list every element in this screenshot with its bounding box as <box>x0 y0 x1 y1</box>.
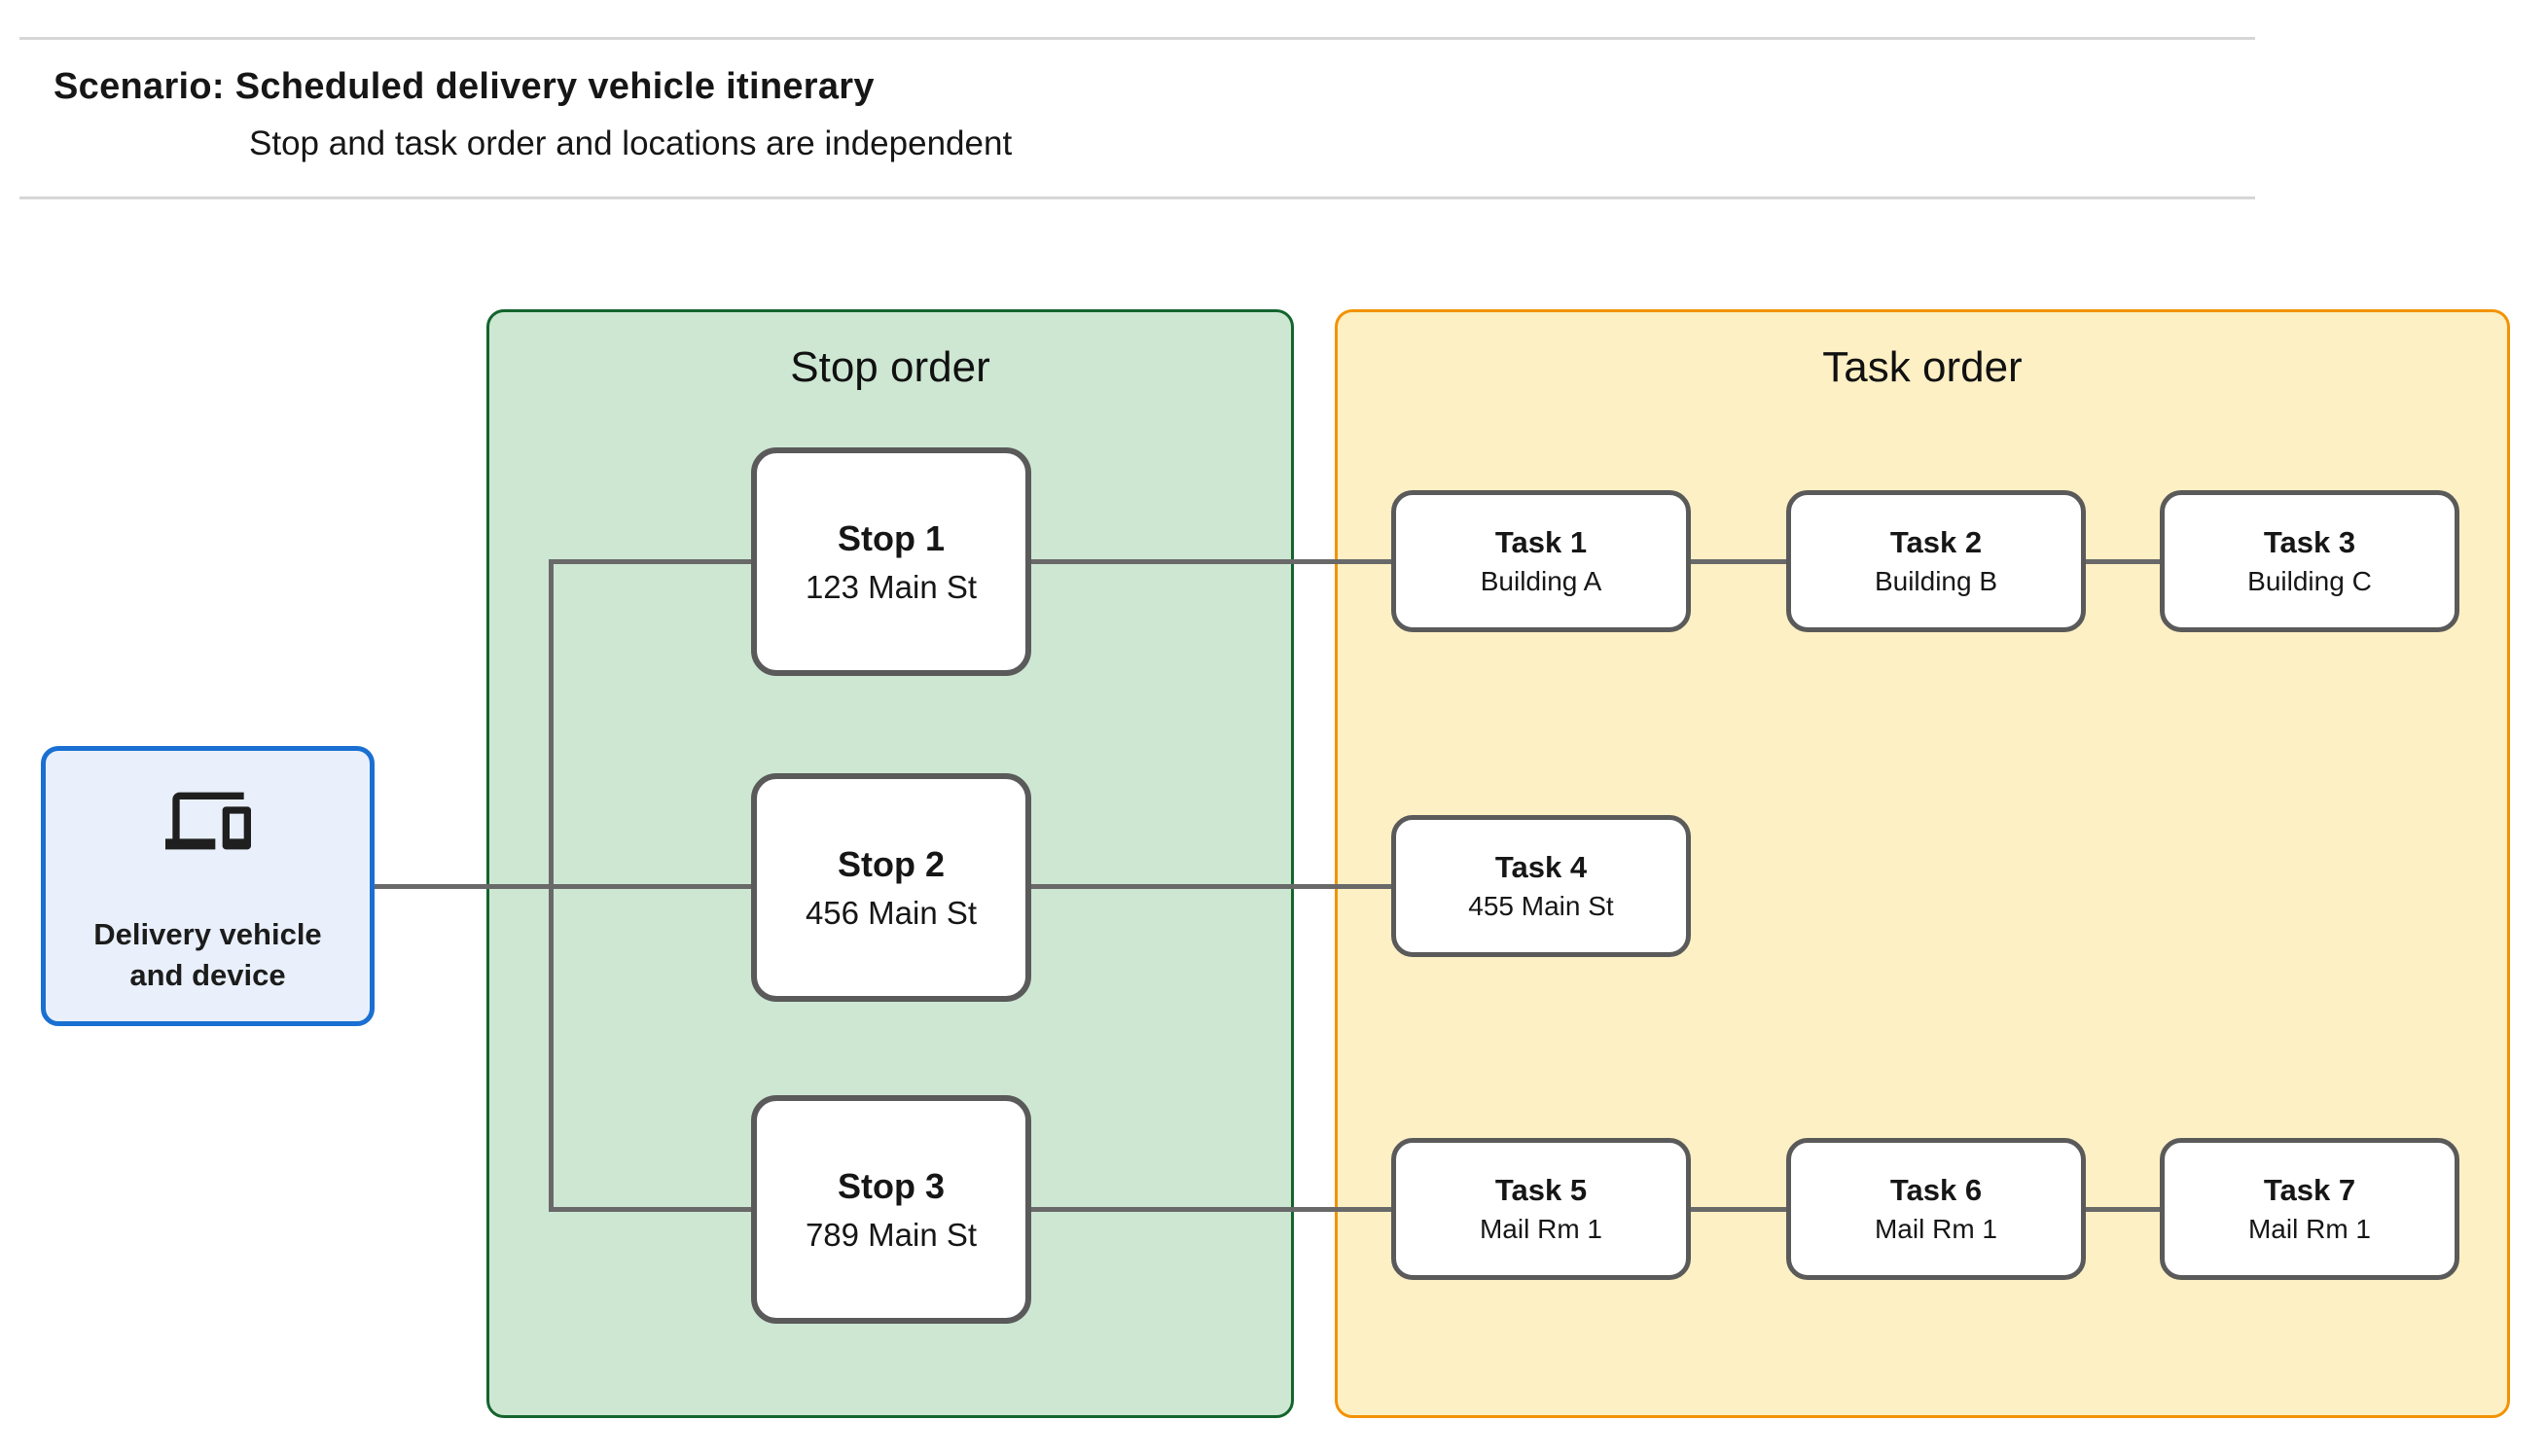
task-node-3: Task 3 Building C <box>2160 490 2459 632</box>
task-node-7: Task 7 Mail Rm 1 <box>2160 1138 2459 1280</box>
stop-node-title: Stop 3 <box>837 1165 945 1206</box>
stop-node-2: Stop 2 456 Main St <box>751 773 1031 1002</box>
connector-stop1-task1 <box>1031 559 1391 564</box>
task-node-title: Task 3 <box>2263 525 2356 559</box>
task-node-location: Mail Rm 1 <box>1874 1214 1997 1244</box>
stop-node-1: Stop 1 123 Main St <box>751 447 1031 676</box>
task-node-location: Building C <box>2247 566 2372 596</box>
device-label-line1: Delivery vehicle <box>93 917 322 952</box>
stop-node-title: Stop 2 <box>837 843 945 884</box>
connector-stop2-task4 <box>1031 884 1391 889</box>
task-node-title: Task 7 <box>2263 1173 2356 1207</box>
connector-branch-stop3 <box>549 1207 751 1212</box>
task-node-title: Task 5 <box>1494 1173 1588 1207</box>
connector-task1-task2 <box>1691 559 1786 564</box>
task-node-5: Task 5 Mail Rm 1 <box>1391 1138 1691 1280</box>
stop-order-panel-title: Stop order <box>790 343 990 391</box>
device-label-line2: and device <box>129 958 286 993</box>
page-title: Scenario: Scheduled delivery vehicle iti… <box>54 66 875 107</box>
stop-node-location: 789 Main St <box>805 1216 978 1253</box>
connector-trunk <box>549 559 554 1212</box>
task-node-location: Mail Rm 1 <box>2247 1214 2371 1244</box>
connector-task5-task6 <box>1691 1207 1786 1212</box>
task-node-location: 455 Main St <box>1468 891 1614 921</box>
connector-device-to-stops <box>375 884 751 889</box>
task-node-2: Task 2 Building B <box>1786 490 2086 632</box>
stop-node-location: 123 Main St <box>805 568 978 605</box>
device-node-label: Delivery vehicle and device <box>93 914 321 996</box>
connector-task6-task7 <box>2086 1207 2160 1212</box>
stop-node-title: Stop 1 <box>837 517 945 558</box>
divider <box>19 37 2255 40</box>
devices-icon <box>164 778 251 869</box>
task-node-1: Task 1 Building A <box>1391 490 1691 632</box>
task-node-location: Mail Rm 1 <box>1479 1214 1602 1244</box>
connector-task2-task3 <box>2086 559 2160 564</box>
task-node-title: Task 2 <box>1889 525 1983 559</box>
page-subtitle: Stop and task order and locations are in… <box>249 124 1013 162</box>
connector-stop3-task5 <box>1031 1207 1391 1212</box>
connector-branch-stop1 <box>549 559 751 564</box>
stop-node-location: 456 Main St <box>805 894 978 931</box>
task-node-4: Task 4 455 Main St <box>1391 815 1691 957</box>
task-node-6: Task 6 Mail Rm 1 <box>1786 1138 2086 1280</box>
task-node-location: Building B <box>1874 566 1998 596</box>
task-node-title: Task 4 <box>1494 850 1588 884</box>
stop-node-3: Stop 3 789 Main St <box>751 1095 1031 1324</box>
task-order-panel-title: Task order <box>1822 343 2023 391</box>
task-node-location: Building A <box>1480 566 1602 596</box>
task-node-title: Task 6 <box>1889 1173 1983 1207</box>
task-node-title: Task 1 <box>1494 525 1588 559</box>
device-node: Delivery vehicle and device <box>41 746 375 1026</box>
divider <box>19 196 2255 199</box>
